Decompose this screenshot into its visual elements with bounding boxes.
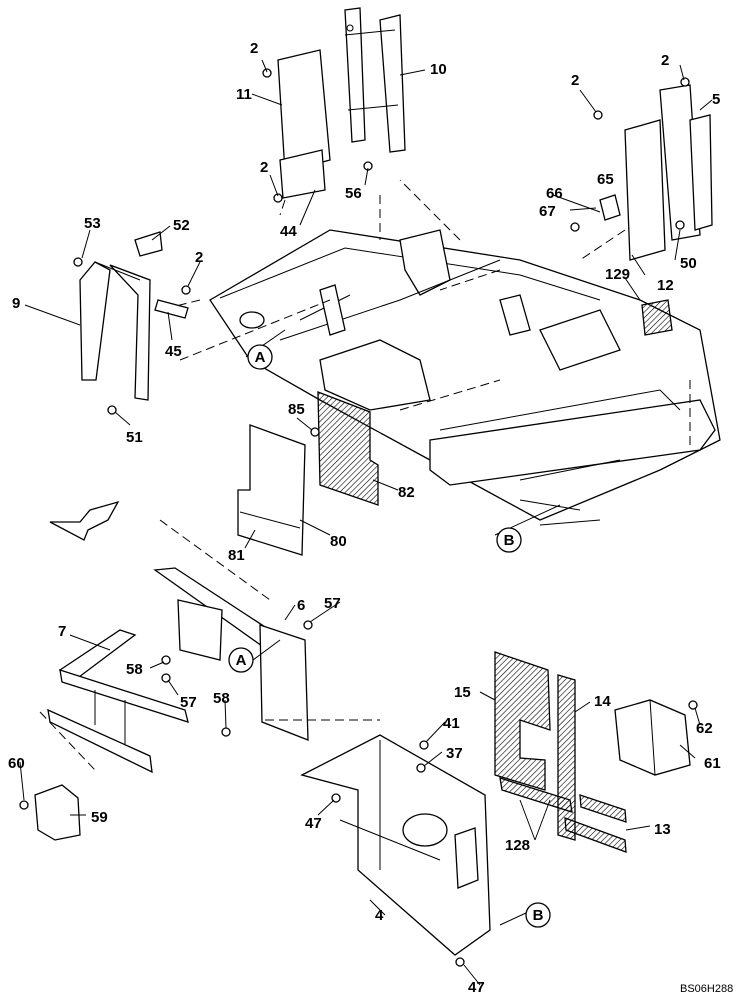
pad-13 bbox=[564, 794, 627, 853]
part-label: 62 bbox=[696, 720, 713, 737]
part-label: 47 bbox=[305, 815, 322, 832]
part-label: 65 bbox=[597, 171, 614, 188]
arrow-left-down-icon bbox=[49, 500, 120, 541]
bracket-45 bbox=[154, 299, 189, 319]
part-label: 58 bbox=[126, 661, 143, 678]
part-label: 15 bbox=[454, 684, 471, 701]
part-label: 81 bbox=[228, 547, 245, 564]
plate-80 bbox=[159, 424, 306, 601]
part-label: 2 bbox=[260, 159, 268, 176]
part-label: 66 bbox=[546, 185, 563, 202]
part-label: 5 bbox=[712, 91, 720, 108]
reference-mark-b-label: B bbox=[533, 907, 544, 924]
part-labels: 2 2 2 2 2 4 5 6 7 9 10 11 12 13 14 15 41… bbox=[8, 40, 721, 996]
panel-11 bbox=[277, 49, 331, 216]
part-label: 41 bbox=[443, 715, 460, 732]
part-label: 67 bbox=[539, 203, 556, 220]
reference-mark-b: B bbox=[496, 527, 522, 553]
bracket-65 bbox=[599, 194, 621, 221]
part-label: 2 bbox=[571, 72, 579, 89]
part-label: 2 bbox=[661, 52, 669, 69]
part-label: 37 bbox=[446, 745, 463, 762]
bracket-10 bbox=[344, 7, 406, 153]
part-label: 50 bbox=[680, 255, 697, 272]
part-label: 53 bbox=[84, 215, 101, 232]
drawing-code: BS06H288 bbox=[680, 983, 733, 995]
part-label: 52 bbox=[173, 217, 190, 234]
part-label: 60 bbox=[8, 755, 25, 772]
part-label: 2 bbox=[250, 40, 258, 57]
part-label: 47 bbox=[468, 979, 485, 996]
part-label: 2 bbox=[195, 249, 203, 266]
main-frame bbox=[159, 179, 721, 526]
part-label: 85 bbox=[288, 401, 305, 418]
part-label: 10 bbox=[430, 61, 447, 78]
reference-mark-a: A bbox=[247, 344, 273, 370]
cover-61 bbox=[614, 699, 691, 776]
pad-82 bbox=[317, 391, 379, 506]
pad-128 bbox=[499, 777, 573, 813]
part-label: 13 bbox=[654, 821, 671, 838]
leader-lines bbox=[19, 59, 713, 986]
reference-mark-a: A bbox=[228, 647, 254, 673]
part-label: 58 bbox=[213, 690, 230, 707]
bracket-5 bbox=[659, 84, 713, 241]
part-label: 7 bbox=[58, 623, 66, 640]
part-label: 9 bbox=[12, 295, 20, 312]
part-label: 129 bbox=[605, 266, 630, 283]
part-label: 56 bbox=[345, 185, 362, 202]
pad-14 bbox=[557, 674, 576, 841]
frame-6 bbox=[153, 567, 380, 741]
part-label: 80 bbox=[330, 533, 347, 550]
panel-4 bbox=[300, 734, 491, 956]
part-label: 4 bbox=[375, 907, 384, 924]
reference-mark-a-label: A bbox=[236, 652, 247, 669]
part-label: 61 bbox=[704, 755, 721, 772]
reference-mark-b: B bbox=[525, 902, 551, 928]
part-label: 128 bbox=[505, 837, 530, 854]
cover-12 bbox=[624, 119, 666, 261]
part-label: 11 bbox=[236, 86, 252, 103]
part-label: 57 bbox=[324, 595, 341, 612]
part-label: 45 bbox=[165, 343, 182, 360]
bolt-icon bbox=[19, 68, 698, 967]
part-label: 14 bbox=[594, 693, 611, 710]
frame-7 bbox=[39, 629, 189, 774]
part-label: 12 bbox=[657, 277, 674, 294]
reference-mark-b-label: B bbox=[504, 532, 515, 549]
part-label: 6 bbox=[297, 597, 305, 614]
stand-59 bbox=[34, 784, 81, 841]
part-label: 82 bbox=[398, 484, 415, 501]
part-label: 59 bbox=[91, 809, 108, 826]
panel-129 bbox=[641, 299, 673, 336]
part-label: 57 bbox=[180, 694, 197, 711]
pad-15 bbox=[494, 651, 551, 791]
part-label: 44 bbox=[280, 223, 297, 240]
bracket-9 bbox=[79, 261, 151, 401]
reference-mark-a-label: A bbox=[255, 349, 266, 366]
part-label: 51 bbox=[126, 429, 143, 446]
